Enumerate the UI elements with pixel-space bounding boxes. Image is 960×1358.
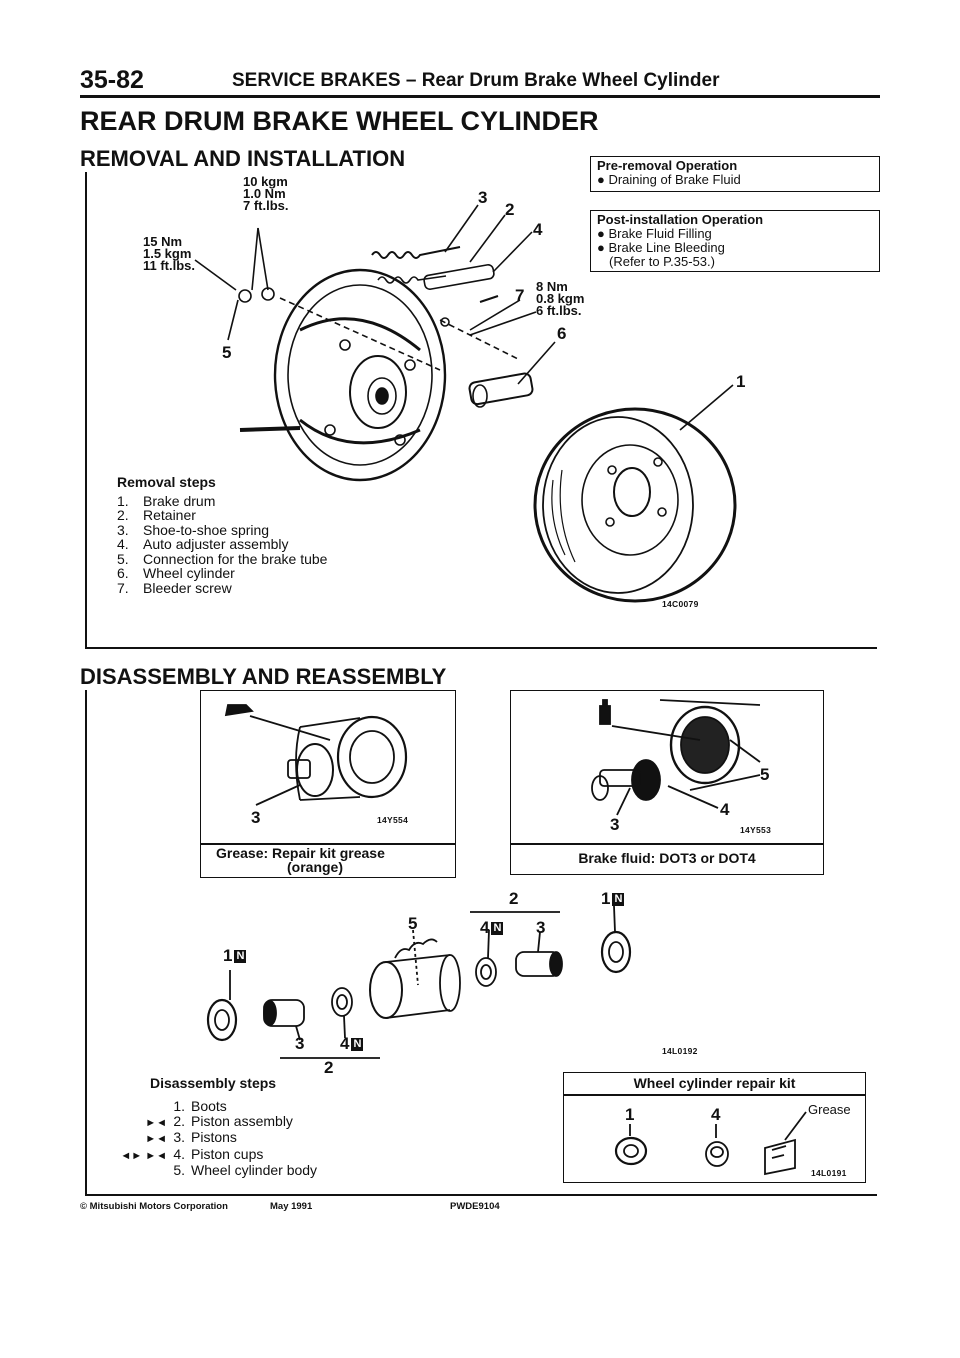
callout-1: 1 [736,372,746,391]
pre-removal-box: Pre-removal Operation ● Draining of Brak… [590,156,880,192]
post-installation-title: Post-installation Operation [597,212,764,227]
disassembly-bottom-rule [85,1194,877,1196]
callout-4: 4 [533,220,543,239]
exploded-callout-2-left: 2 [324,1058,334,1077]
brake-fluid-figure-box [510,690,824,875]
removal-left-rule [85,172,87,648]
grease-figure-box [200,690,456,878]
page-title: REAR DRUM BRAKE WHEEL CYLINDER [80,106,599,136]
removal-heading: REMOVAL AND INSTALLATION [80,146,406,171]
grease-figure-callout-3: 3 [251,808,261,827]
footer-copyright: © Mitsubishi Motors Corporation [80,1201,228,1212]
repair-kit-callout-4: 4 [711,1105,721,1124]
repair-kit-divider [563,1094,866,1096]
brake-fluid-caption: Brake fluid: DOT3 or DOT4 [578,850,756,866]
brake-fluid-callout-4: 4 [720,800,730,819]
disassembly-step: ►◄3.Pistons [145,1129,237,1145]
grease-figure-code: 14Y554 [377,815,409,825]
removal-step: 5.Connection for the brake tube [117,550,328,567]
disassembly-steps-title: Disassembly steps [150,1075,277,1091]
callout-5: 5 [222,343,232,362]
post-installation-item: (Refer to P.35-53.) [609,254,715,269]
exploded-callout-3-right: 3 [536,918,546,937]
pre-removal-title: Pre-removal Operation [597,158,738,173]
callout-3: 3 [478,188,488,207]
section-title: SERVICE BRAKES – Rear Drum Brake Wheel C… [232,70,720,91]
footer-date: May 1991 [270,1201,313,1212]
callout-2: 2 [505,200,515,219]
removal-step: 4.Auto adjuster assembly [117,536,289,552]
repair-kit-callout-1: 1 [625,1105,635,1124]
footer-doc-code: PWDE9104 [450,1201,500,1212]
removal-step: 1.Brake drum [117,492,216,509]
callout-7: 7 [515,286,525,305]
disassembly-step: 5.Wheel cylinder body [173,1162,318,1178]
disassembly-heading: DISASSEMBLY AND REASSEMBLY [80,664,447,689]
removal-figure-code: 14C0079 [662,599,699,609]
removal-step: 3.Shoe-to-shoe spring [117,521,270,538]
disassembly-step: ◄► ►◄4.Piston cups [120,1145,264,1162]
exploded-callout-2-right: 2 [509,889,519,908]
callout-6: 6 [557,324,567,343]
pre-removal-item: ● Draining of Brake Fluid [597,172,741,187]
exploded-figure-code: 14L0192 [662,1046,698,1056]
exploded-callout-3-left: 3 [295,1034,305,1053]
disassembly-left-rule [85,690,87,1195]
grease-caption: Grease: Repair kit grease (orange) [216,845,385,875]
disassembly-steps: Disassembly steps [150,1076,276,1095]
removal-step: 6.Wheel cylinder [117,565,235,581]
repair-kit-figure-code: 14L0191 [811,1168,847,1178]
disassembly-steps-list: 1.Boots ►◄2.Piston assembly ►◄3.Pistons … [80,1099,317,1178]
post-installation-item: ● Brake Line Bleeding [597,240,725,255]
disassembly-step: 1.Boots [173,1098,227,1114]
repair-kit-grease-label: Grease [808,1102,851,1117]
brake-fluid-figure-code: 14Y553 [740,825,772,835]
grease-figure-divider [200,843,456,845]
disassembly-step: ►◄2.Piston assembly [145,1112,293,1129]
removal-steps-title: Removal steps [117,474,216,490]
repair-kit-title: Wheel cylinder repair kit [633,1075,796,1091]
brake-fluid-callout-5: 5 [760,765,770,784]
brake-fluid-callout-3: 3 [610,815,620,834]
page-number: 35-82 [80,66,144,94]
removal-step: 2.Retainer [117,507,196,523]
header-rule [80,95,880,98]
removal-step: 7.Bleeder screw [117,579,232,596]
exploded-callout-5: 5 [408,914,418,933]
removal-bottom-rule [85,647,877,649]
brake-fluid-figure-divider [510,843,824,845]
post-installation-item: ● Brake Fluid Filling [597,226,712,241]
post-installation-box: Post-installation Operation ● Brake Flui… [590,210,880,272]
removal-steps: Removal steps 1.Brake drum 2.Retainer 3.… [117,475,327,595]
repair-kit-box [563,1072,866,1183]
